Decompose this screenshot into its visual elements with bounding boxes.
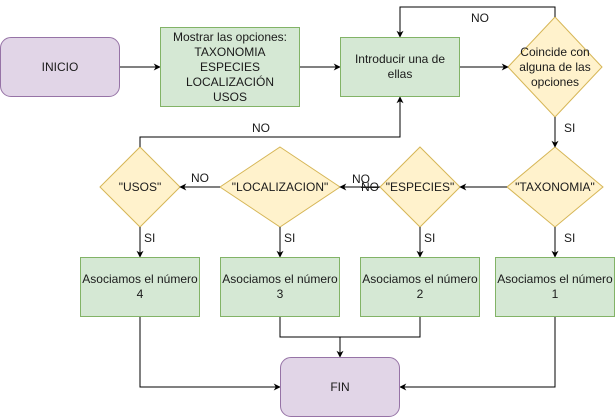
assign-1-label: Asociamos el número 1 (497, 272, 613, 301)
edge-label-usos-no: NO (252, 121, 270, 135)
edge-asoc1-fin (399, 317, 556, 391)
edge-label-taxonomia-si: SI (564, 231, 576, 245)
assign-1-node: Asociamos el número 1 (495, 257, 615, 317)
edge-label-coincide-si: SI (564, 121, 576, 135)
assign-4-node: Asociamos el número 4 (80, 257, 200, 317)
assign-2-node: Asociamos el número 2 (360, 257, 480, 317)
edge-asoc3-fin (279, 317, 344, 358)
input-option-label: Introducir una de ellas (354, 52, 446, 81)
decision-localizacion-label: "LOCALIZACION" (231, 179, 329, 194)
edge-label-especies-no: NO (352, 172, 370, 186)
edge-label-localizacion-si: SI (284, 231, 296, 245)
decision-usos-label: "USOS" (118, 179, 162, 194)
input-option-node: Introducir una de ellas (340, 37, 460, 97)
assign-2-label: Asociamos el número 2 (362, 272, 478, 301)
edge-label-especies-no-overlap: NO (361, 180, 379, 194)
edge-label-especies-si: SI (424, 231, 436, 245)
decision-especies-label: "ESPECIES" (385, 179, 455, 194)
assign-3-node: Asociamos el número 3 (220, 257, 340, 317)
assign-3-label: Asociamos el número 3 (222, 272, 338, 301)
start-node-label: INICIO (41, 59, 79, 74)
edge-label-coincide-no: NO (471, 11, 489, 25)
start-node: INICIO (0, 37, 120, 97)
assign-4-label: Asociamos el número 4 (82, 272, 198, 301)
edge-asoc2-fin (340, 317, 421, 338)
show-options-node: Mostrar las opciones: TAXONOMIA ESPECIES… (160, 27, 300, 107)
edge-asoc4-fin (139, 317, 281, 391)
edge-label-localizacion-no: NO (191, 171, 209, 185)
edge-label-usos-si: SI (144, 231, 156, 245)
end-node-label: FIN (330, 379, 350, 394)
edge-usos-no-introducir (139, 96, 404, 147)
show-options-label: Mostrar las opciones: TAXONOMIA ESPECIES… (172, 29, 288, 104)
end-node: FIN (280, 357, 400, 417)
decision-coincide-label: Coincide con alguna de las opciones (519, 44, 591, 89)
decision-taxonomia-label: "TAXONOMIA" (515, 179, 595, 194)
edge-coincide-no-introducir (396, 6, 556, 38)
